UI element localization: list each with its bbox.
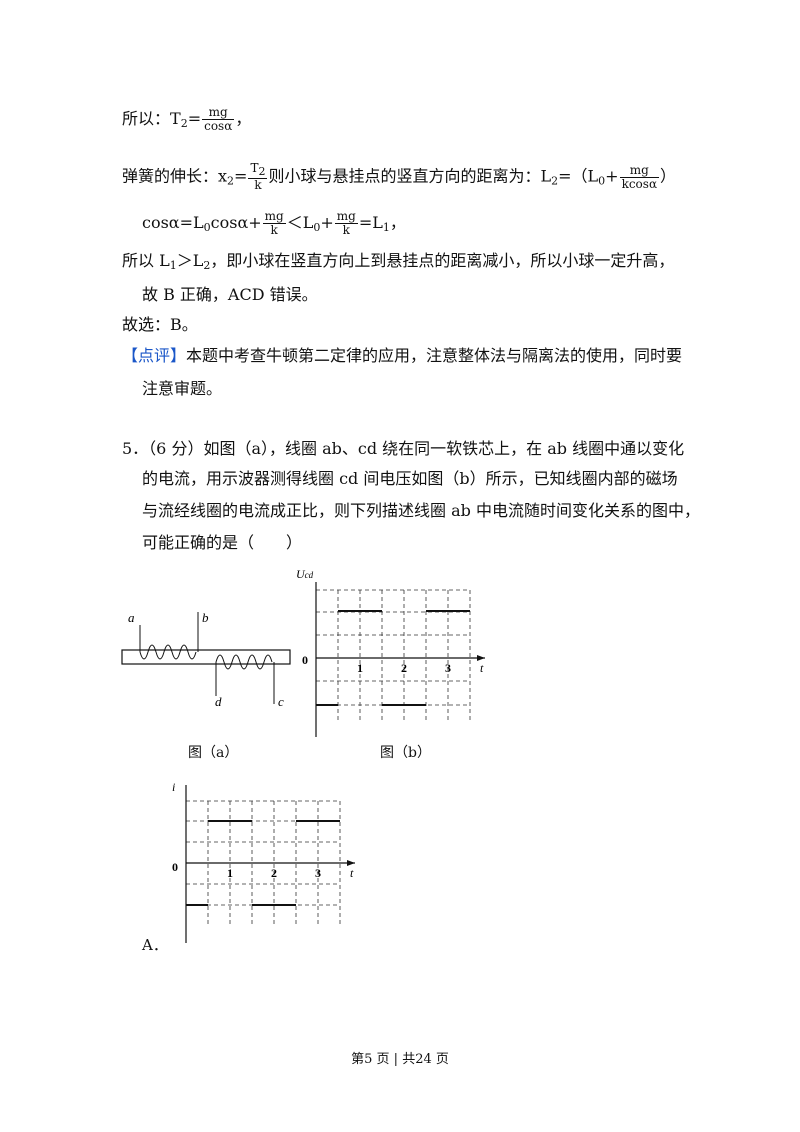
y-axis-label: Ucd (296, 567, 314, 581)
figure-a-caption: 图（a） (188, 745, 239, 761)
figure-b-caption: 图（b） (380, 745, 431, 761)
question-line-1: 5．（6 分）如图（a），线圈 ab、cd 绕在同一软铁芯上，在 ab 线圈中通… (122, 439, 685, 458)
footer-separator: | (393, 1052, 399, 1067)
x-tick-label-1: 1 (357, 661, 363, 675)
signal (186, 820, 340, 906)
question-line-2: 的电流，用示波器测得线圈 cd 间电压如图（b）所示，已知线圈内部的磁场 (142, 469, 678, 488)
coil-cd (215, 654, 273, 670)
conclusion-line: 故 B 正确，ACD 错误。 (142, 285, 318, 304)
compare-line: 所以 L1＞L2，即小球在竖直方向上到悬挂点的距离减小，所以小球一定升高， (122, 251, 675, 272)
page-number: 第5 页 (351, 1052, 390, 1067)
option-a-current-graph: i 0 t 1 2 3 (172, 780, 355, 943)
x-tick-label-2: 2 (271, 866, 277, 880)
coil-label-b: b (202, 610, 209, 625)
x-tick-label-1: 1 (227, 866, 233, 880)
coil-ab (139, 644, 197, 660)
coil-label-a: a (128, 610, 135, 625)
tick-labels: 1 2 3 (357, 661, 451, 675)
zero-label: 0 (302, 653, 308, 667)
review-line: 【点评】本题中考查牛顿第二定律的应用，注意整体法与隔离法的使用，同时要 (122, 346, 683, 365)
review-line-2: 注意审题。 (142, 379, 223, 398)
page-total: 共24 页 (402, 1052, 449, 1067)
signal (316, 610, 470, 706)
y-axis-label: i (172, 780, 175, 794)
x-tick-label-3: 3 (445, 661, 451, 675)
x-tick-label-3: 3 (315, 866, 321, 880)
figure-a-coil-diagram: a b d c (121, 610, 291, 709)
coil-label-c: c (278, 694, 284, 709)
answer-line: 故选：B。 (122, 315, 198, 334)
soft-iron-core (121, 649, 291, 665)
x-axis-arrow (477, 655, 485, 661)
t-label: t (480, 661, 484, 675)
review-tag: 【点评】 (122, 346, 187, 365)
coil-label-d: d (215, 694, 222, 709)
x-tick-label-2: 2 (401, 661, 407, 675)
grid (316, 589, 471, 722)
option-a-label: A． (142, 936, 168, 954)
page-footer: 第5 页 | 共24 页 (0, 1048, 800, 1067)
figure-b-voltage-graph: Ucd 0 t 1 2 3 (296, 567, 485, 737)
tick-labels: 1 2 3 (227, 866, 321, 880)
question-line-3: 与流经线圈的电流成正比，则下列描述线圈 ab 中电流随时间变化关系的图中， (142, 501, 700, 520)
question-line-4: 可能正确的是（ ） (142, 533, 303, 552)
t-label: t (350, 866, 354, 880)
x-axis-arrow (347, 860, 355, 866)
zero-label: 0 (172, 860, 178, 874)
